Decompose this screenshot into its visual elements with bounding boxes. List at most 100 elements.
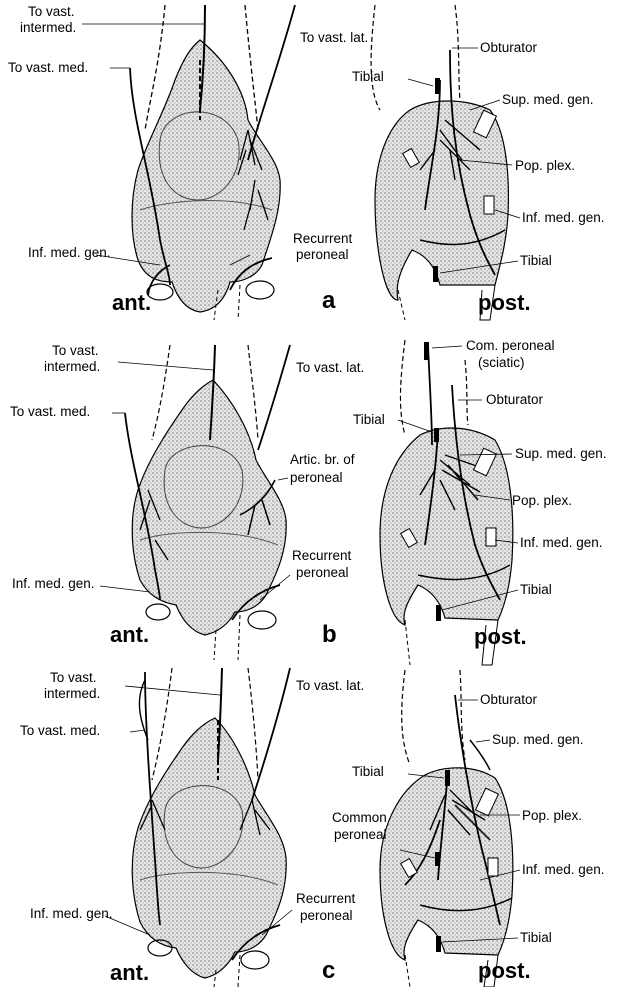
fibula-head [248, 611, 276, 629]
nerve-vast-lat [252, 668, 290, 800]
leader-line [476, 740, 490, 742]
view-label-ant: ant. [110, 960, 149, 985]
label-recurrent-peroneal: Recurrent [292, 548, 352, 563]
label-vast-intermed: To vast. [28, 4, 75, 19]
view-label-ant: ant. [112, 290, 151, 315]
label-inf-med-gen: Inf. med. gen. [30, 906, 113, 921]
fibula-outline [238, 615, 240, 660]
label-tibial: Tibial [353, 412, 385, 427]
label-vast-med: To vast. med. [20, 723, 100, 738]
leader-line [432, 346, 462, 348]
tibial-tuberosity [146, 604, 170, 620]
label-vast-intermed: intermed. [44, 359, 100, 374]
label-obturator: Obturator [480, 40, 538, 55]
panel-b: To vast. intermed. To vast. med. To vast… [10, 338, 607, 665]
label-recurrent-peroneal: Recurrent [296, 891, 356, 906]
femur-outline [371, 5, 380, 110]
panel-c-posterior-view: Obturator Sup. med. gen. Tibial Common p… [332, 670, 605, 987]
label-obturator: Obturator [486, 392, 544, 407]
leader-line [398, 420, 432, 432]
panel-letter: c [322, 957, 335, 984]
label-vast-lat: To vast. lat. [296, 360, 364, 375]
label-inf-med-gen: Inf. med. gen. [28, 245, 111, 260]
label-tibial: Tibial [352, 69, 384, 84]
femur-outline [455, 5, 460, 100]
label-sup-med-gen: Sup. med. gen. [515, 446, 607, 461]
nerve-vast-lat [248, 5, 295, 160]
label-sup-med-gen: Sup. med. gen. [502, 92, 594, 107]
label-vast-med: To vast. med. [10, 404, 90, 419]
label-vast-intermed: intermed. [44, 686, 100, 701]
nerve-vast-lat [258, 345, 290, 450]
femur-outline [152, 668, 172, 780]
femur-outline [248, 668, 258, 780]
femur-outline [465, 360, 468, 425]
leader-line [278, 478, 288, 480]
femur-outline [402, 670, 410, 765]
panel-a-posterior-view: Obturator Tibial Sup. med. gen. Pop. ple… [352, 5, 605, 320]
label-artic-br-peroneal: Artic. br. of [290, 452, 355, 467]
label-recurrent-peroneal: peroneal [300, 908, 353, 923]
label-tibial: Tibial [520, 930, 552, 945]
panel-c: To vast. intermed. To vast. med. To vast… [20, 668, 605, 987]
panel-b-anterior-view: To vast. intermed. To vast. med. To vast… [10, 343, 364, 660]
label-vast-med: To vast. med. [8, 60, 88, 75]
panel-c-anterior-view: To vast. intermed. To vast. med. To vast… [20, 668, 364, 987]
label-com-peroneal: (sciatic) [478, 355, 525, 370]
label-com-peroneal: Com. peroneal [466, 338, 555, 353]
leader-line [125, 686, 220, 695]
label-obturator: Obturator [480, 692, 538, 707]
tibial-cut-marker [433, 266, 438, 282]
view-label-post: post. [474, 624, 527, 649]
panel-letter: a [322, 287, 336, 314]
panel-b-posterior-view: Com. peroneal (sciatic) Obturator Tibial… [353, 338, 607, 665]
label-vast-intermed: intermed. [20, 20, 76, 35]
label-pop-plex: Pop. plex. [512, 493, 572, 508]
label-inf-med-gen: Inf. med. gen. [522, 862, 605, 877]
bone-window [486, 528, 496, 546]
tibial-cut-marker [445, 770, 450, 786]
femur-outline [248, 345, 258, 440]
knee-joint-ant [132, 718, 286, 978]
fibula-head [241, 951, 269, 969]
leader-line [408, 79, 433, 86]
nerve-sup-med-gen [470, 740, 490, 770]
label-pop-plex: Pop. plex. [515, 158, 575, 173]
label-common-peroneal: Common [332, 810, 387, 825]
tibial-cut-marker [434, 428, 439, 442]
label-inf-med-gen: Inf. med. gen. [522, 210, 605, 225]
label-tibial: Tibial [352, 764, 384, 779]
view-label-post: post. [478, 290, 531, 315]
view-label-ant: ant. [110, 622, 149, 647]
leader-line [100, 586, 150, 592]
tibial-cut-marker [436, 605, 441, 621]
tibia-outline [398, 290, 405, 320]
label-artic-br-peroneal: peroneal [290, 470, 343, 485]
label-recurrent-peroneal: Recurrent [293, 231, 353, 246]
panel-a: To vast. intermed. To vast. med. To vast… [8, 4, 605, 320]
fibula-outline [238, 285, 240, 320]
tibia-outline [214, 630, 216, 660]
com-peroneal-cut-marker [424, 342, 429, 360]
fibula-outline [238, 955, 240, 987]
leader-line [130, 730, 145, 732]
leader-line [118, 362, 213, 370]
label-inf-med-gen: Inf. med. gen. [12, 576, 95, 591]
view-label-post: post. [478, 958, 531, 983]
tibia-outline [405, 955, 410, 987]
tibial-cut-marker [435, 78, 440, 94]
tibia-outline [405, 620, 410, 665]
label-vast-intermed: To vast. [52, 343, 99, 358]
bone-window [484, 196, 494, 214]
label-tibial: Tibial [520, 253, 552, 268]
label-common-peroneal: peroneal [334, 827, 387, 842]
label-recurrent-peroneal: peroneal [296, 565, 349, 580]
common-peroneal-cut-marker [435, 852, 440, 866]
label-vast-intermed: To vast. [50, 670, 97, 685]
panel-a-anterior-view: To vast. intermed. To vast. med. To vast… [8, 4, 368, 320]
fibula-head [246, 281, 274, 299]
bone-window [488, 858, 498, 876]
label-sup-med-gen: Sup. med. gen. [492, 732, 584, 747]
label-tibial: Tibial [520, 582, 552, 597]
